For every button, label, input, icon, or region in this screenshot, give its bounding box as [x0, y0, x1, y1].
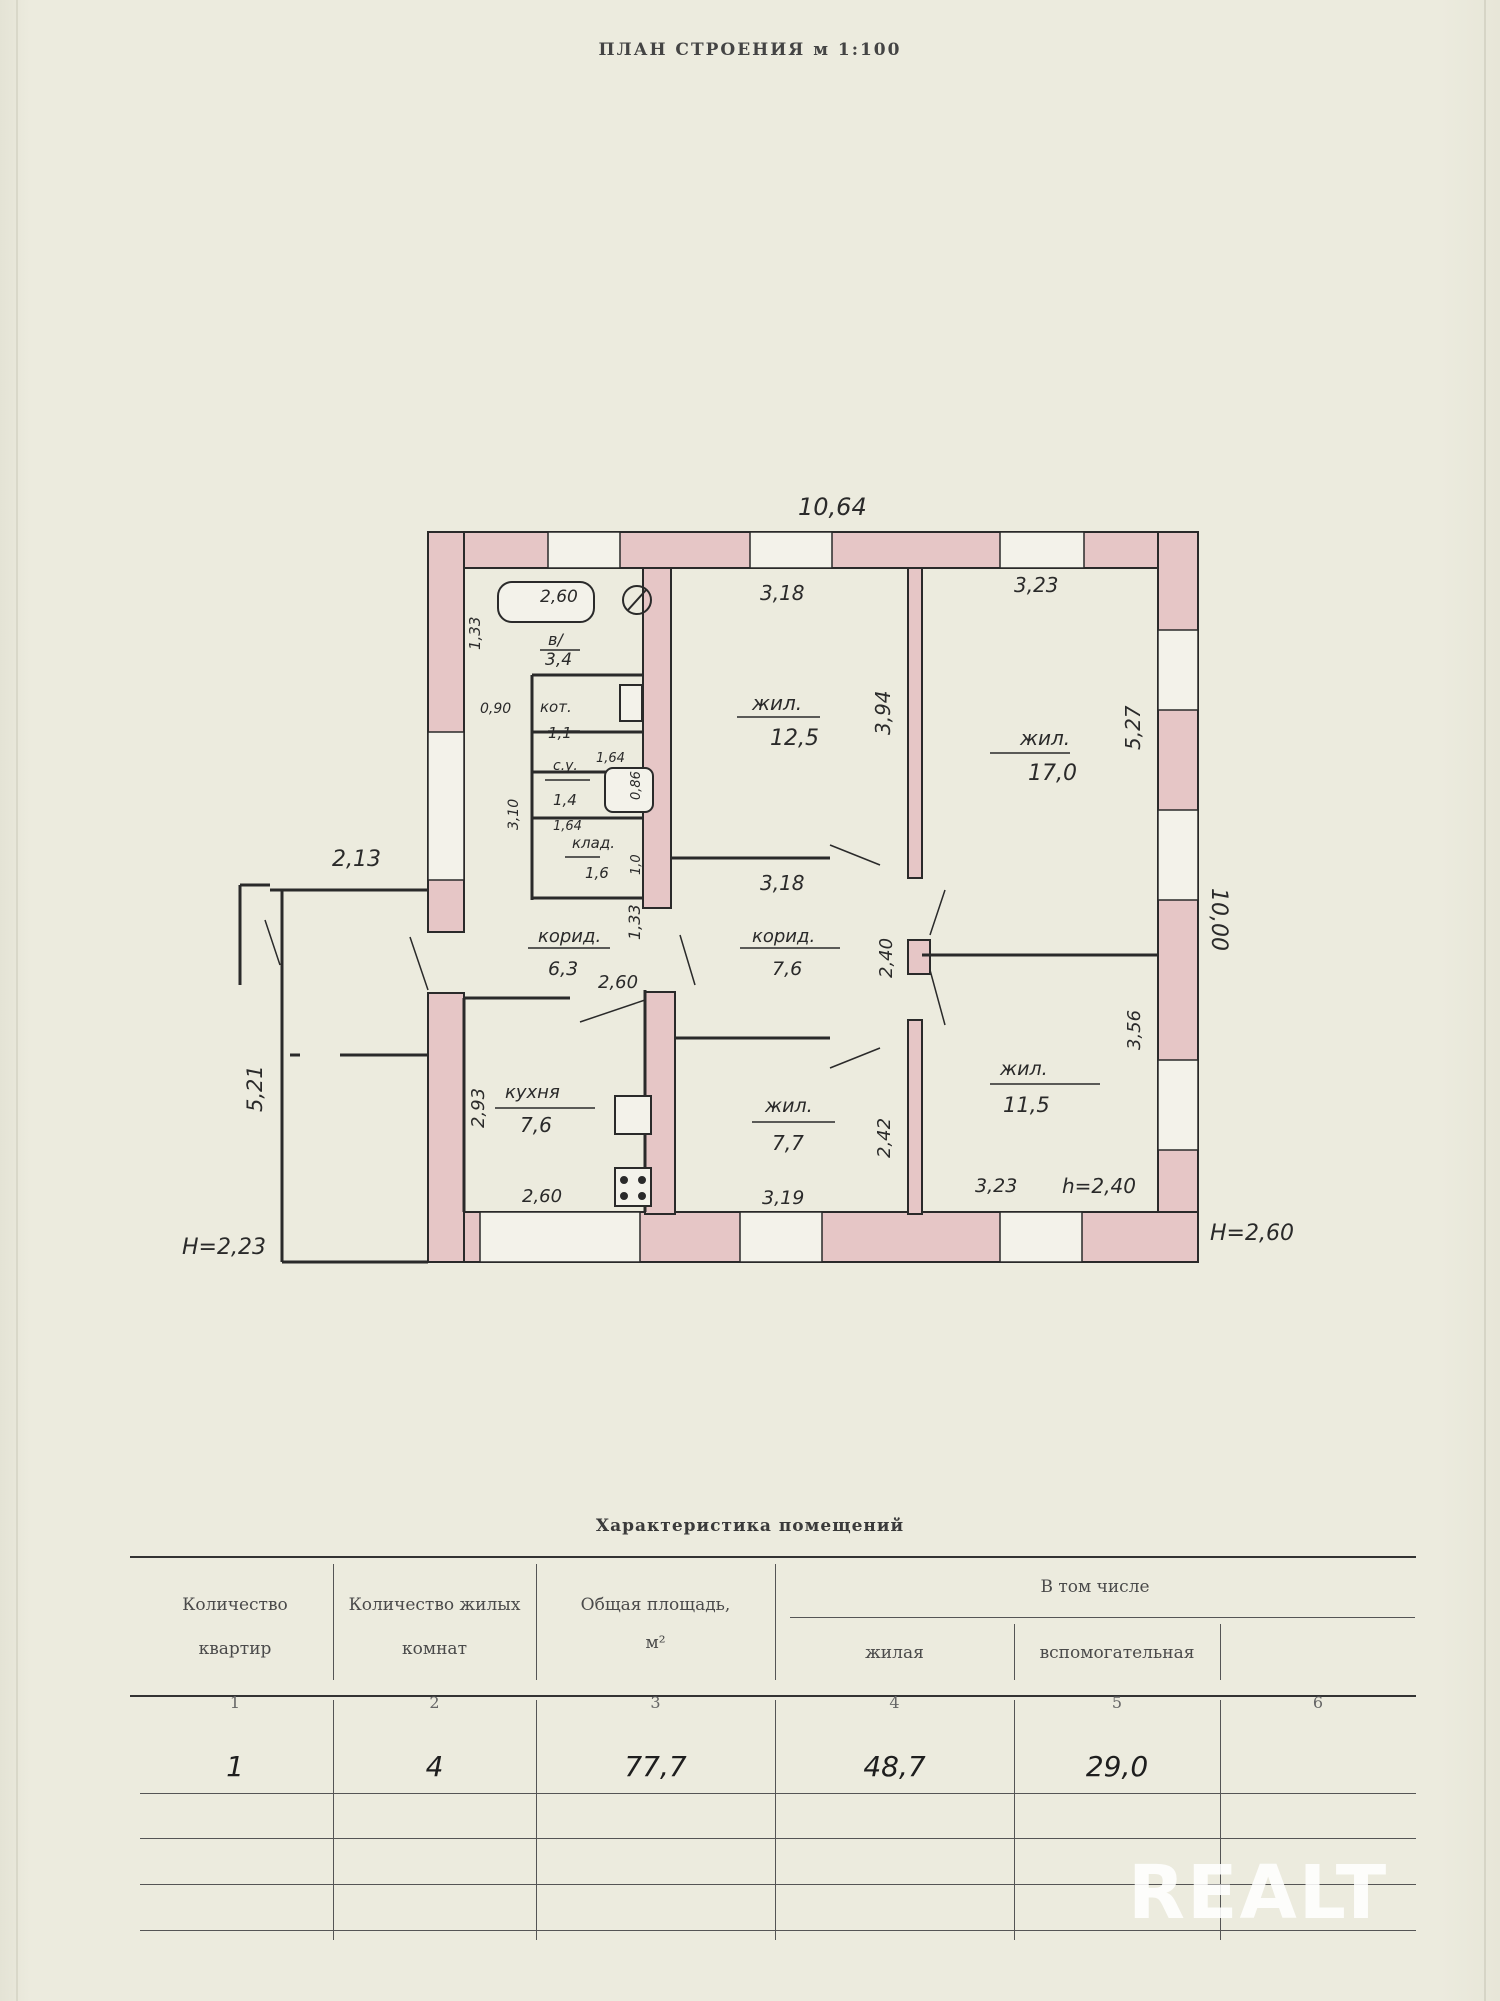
bath-name: в/ [548, 630, 564, 649]
col-num-4: 4 [889, 1693, 900, 1712]
header-living: жилая [865, 1643, 924, 1663]
dim-overall-depth: 10,00 [1206, 888, 1231, 951]
header-aux: вспомогательная [1039, 1643, 1195, 1663]
bath-dim-w: 2,60 [540, 587, 578, 607]
storage-area: 1,6 [585, 864, 609, 882]
corr1-dim-h: 1,33 [625, 904, 644, 940]
room3-name: жил. [764, 1095, 813, 1117]
col-num-5: 5 [1111, 1693, 1123, 1712]
wc-name: с.у. [553, 758, 578, 774]
bath-area: 3,4 [545, 650, 572, 670]
wall-left-lower [427, 992, 465, 1263]
boiler-name: кот. [540, 698, 572, 716]
wall-interior-1 [642, 567, 672, 909]
height-room: h=2,40 [1062, 1174, 1136, 1198]
height-left: Н=2,23 [182, 1235, 266, 1260]
room3-area: 7,7 [772, 1131, 804, 1155]
room1-dim-w2: 3,18 [760, 871, 805, 895]
kitchen-dim-w: 2,60 [522, 1186, 562, 1207]
corr1-name: корид. [538, 926, 601, 947]
corr2-area: 7,6 [772, 958, 802, 980]
col-num-3: 3 [650, 1693, 661, 1712]
floor-plan: 10,64 10,00 2,13 5,21 Н=2,23 Н=2,60 h=2,… [182, 493, 1294, 1264]
cell-aux-area: 29,0 [1085, 1750, 1149, 1783]
room3-dim-w: 3,19 [762, 1187, 804, 1209]
header-rooms-line1: Количество жилых [348, 1595, 521, 1615]
dim-veranda-width: 2,13 [332, 847, 381, 872]
wall-interior-4 [907, 1019, 923, 1215]
realt-watermark: REALT [1128, 1850, 1389, 1936]
corr2-name: корид. [752, 926, 815, 947]
room4-dim-h: 3,56 [1124, 1010, 1145, 1050]
col-num-2: 2 [429, 1693, 440, 1712]
room2-dim-w: 3,23 [1014, 573, 1059, 597]
bath-block-dim: 3,10 [506, 799, 522, 830]
header-rooms-line2: комнат [402, 1639, 467, 1659]
storage-dim-w: 1,64 [553, 819, 582, 834]
dim-veranda-depth: 5,21 [243, 1065, 267, 1112]
boiler-area: 1,1 [548, 724, 572, 742]
wall-interior-2 [907, 567, 923, 879]
room4-dim-w: 3,23 [975, 1175, 1017, 1197]
kitchen-dim-h: 2,93 [468, 1088, 489, 1128]
col-num-6: 6 [1312, 1693, 1324, 1712]
header-area-line2: м² [645, 1633, 666, 1653]
room2-name: жил. [1019, 726, 1070, 750]
wc-dim-h: 0,86 [629, 771, 644, 800]
cell-rooms: 4 [425, 1750, 444, 1783]
cell-living-area: 48,7 [863, 1750, 926, 1783]
header-flats-line1: Количество [182, 1595, 288, 1615]
header-including: В том числе [1040, 1577, 1150, 1597]
height-right: Н=2,60 [1210, 1221, 1294, 1246]
plan-title: ПЛАН СТРОЕНИЯ м 1:100 [598, 40, 902, 60]
col-num-1: 1 [229, 1693, 241, 1712]
wall-pillar [907, 939, 931, 975]
room1-name: жил. [751, 691, 802, 715]
room1-dim-h: 3,94 [871, 690, 895, 735]
paper-fold-left [16, 0, 18, 2001]
boiler-dim: 0,90 [480, 701, 511, 717]
room4-name: жил. [999, 1058, 1048, 1080]
room1-dim-w: 3,18 [760, 581, 805, 605]
room4-area: 11,5 [1003, 1093, 1050, 1117]
dim-overall-width: 10,64 [798, 493, 867, 521]
room2-dim-h: 5,27 [1121, 705, 1145, 750]
wc-dim-w: 1,64 [596, 751, 625, 766]
room2-area: 17,0 [1028, 761, 1077, 786]
corr1-area: 6,3 [548, 958, 578, 980]
room1-area: 12,5 [770, 726, 819, 751]
cell-flats: 1 [226, 1750, 244, 1783]
header-flats-line2: квартир [198, 1639, 272, 1659]
paper-fold-right [1484, 0, 1486, 2001]
room3-dim-h: 2,42 [874, 1118, 895, 1158]
corr2-dim-h: 2,40 [876, 938, 897, 978]
corr1-dim-w: 2,60 [598, 972, 638, 993]
wc-area: 1,4 [553, 791, 577, 809]
cell-total-area: 77,7 [624, 1750, 687, 1783]
table-title: Характеристика помещений [595, 1516, 905, 1536]
bath-dim-h: 1,33 [466, 617, 484, 650]
storage-name: клад. [572, 834, 615, 852]
storage-dim-h: 1,0 [629, 854, 644, 875]
kitchen-name: кухня [505, 1082, 560, 1103]
header-area-line1: Общая площадь, [580, 1595, 731, 1615]
kitchen-area: 7,6 [520, 1113, 552, 1137]
